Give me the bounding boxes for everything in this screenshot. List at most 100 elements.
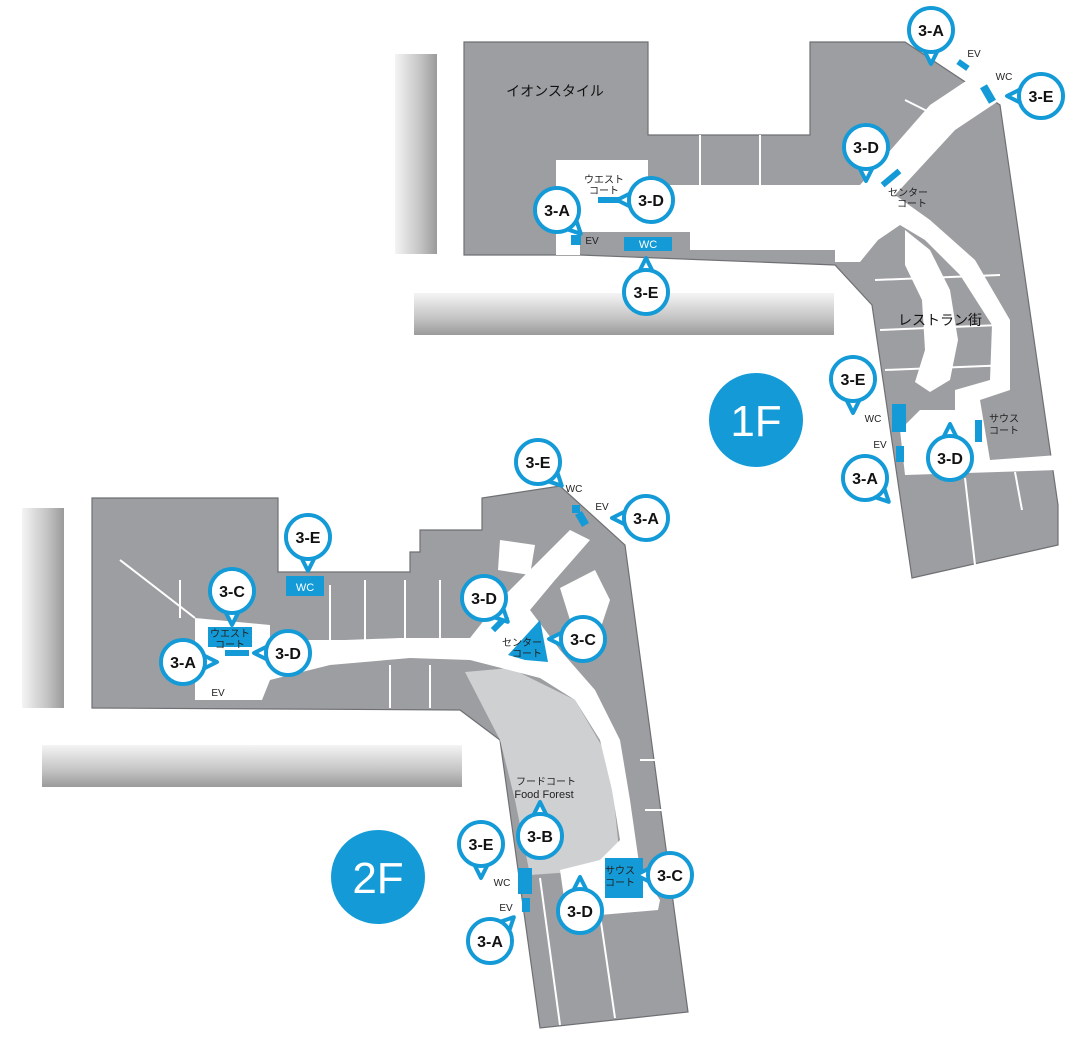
pin-label: 3-D xyxy=(937,451,963,468)
court-label-center: コート xyxy=(897,199,927,210)
pin-3-c[interactable]: 3-C xyxy=(208,567,256,627)
pin-3-d[interactable]: 3-D xyxy=(556,875,604,935)
food-court-area xyxy=(465,668,620,875)
pin-label: 3-B xyxy=(527,829,553,846)
pin-fill xyxy=(470,921,510,961)
wc-label: WC xyxy=(566,484,583,495)
pin-fill xyxy=(461,824,501,864)
pin-3-a[interactable]: 3-A xyxy=(907,6,955,66)
court-label-west: ウエスト xyxy=(210,628,250,640)
pin-label: 3-D xyxy=(275,646,301,663)
ev-block xyxy=(571,235,581,245)
pin-fill xyxy=(563,619,603,659)
ev-label: EV xyxy=(873,440,887,451)
wc-block xyxy=(208,627,252,647)
escalator-block xyxy=(880,168,902,188)
pin-3-d[interactable]: 3-D xyxy=(460,574,510,624)
pin-fill xyxy=(537,190,577,230)
pin-fill xyxy=(911,10,951,50)
svg-text:1F: 1F xyxy=(730,397,781,446)
escalator-block xyxy=(225,650,249,656)
pin-3-a[interactable]: 3-A xyxy=(533,186,583,236)
pin-3-c[interactable]: 3-C xyxy=(547,615,607,663)
court-label-center: コート xyxy=(512,649,542,660)
pin-3-a[interactable]: 3-A xyxy=(841,454,891,504)
pin-3-e[interactable]: 3-E xyxy=(829,355,877,415)
wc-label: WC xyxy=(996,72,1013,83)
pin-3-a[interactable]: 3-A xyxy=(466,915,516,965)
pin-label: 3-A xyxy=(633,511,659,528)
escalator-block xyxy=(598,197,622,203)
wc-block xyxy=(575,510,589,528)
pin-label: 3-C xyxy=(570,632,596,649)
parking-deck xyxy=(22,508,64,708)
wc-block xyxy=(892,404,906,432)
pin-fill xyxy=(626,272,666,312)
wc-block xyxy=(286,576,324,596)
pin-3-e[interactable]: 3-E xyxy=(1005,72,1065,120)
pin-fill xyxy=(560,891,600,931)
parking-deck xyxy=(395,54,437,254)
svg-text:2F: 2F xyxy=(352,854,403,903)
pin-fill xyxy=(1021,76,1061,116)
pin-label: 3-C xyxy=(657,868,683,885)
ev-label: EV xyxy=(967,49,981,60)
food-court-label: Food Forest xyxy=(514,789,573,801)
ev-block xyxy=(956,59,970,71)
pin-3-d[interactable]: 3-D xyxy=(615,176,675,224)
pin-fill xyxy=(518,442,558,482)
pin-3-e[interactable]: 3-E xyxy=(457,820,505,880)
ev-label: EV xyxy=(585,236,599,247)
pin-3-a[interactable]: 3-A xyxy=(610,494,670,542)
area-label-aeon-style: イオンスタイル xyxy=(506,83,604,99)
pin-label: 3-D xyxy=(567,904,593,921)
pin-3-d[interactable]: 3-D xyxy=(842,123,890,183)
corridor xyxy=(498,540,535,575)
pin-fill xyxy=(288,517,328,557)
pin-fill xyxy=(268,633,308,673)
pin-fill xyxy=(930,438,970,478)
pin-label: 3-E xyxy=(841,372,866,389)
pin-label: 3-E xyxy=(469,837,494,854)
floor-2f-map: ウエスト コート センター コート サウス コート フードコート Food Fo… xyxy=(22,484,689,1029)
pin-fill xyxy=(626,498,666,538)
wc-label: WC xyxy=(865,414,882,425)
wc-block xyxy=(518,868,532,894)
ev-label: EV xyxy=(595,502,609,513)
pin-3-e[interactable]: 3-E xyxy=(284,513,332,573)
pin-3-a[interactable]: 3-A xyxy=(159,638,219,686)
pin-3-d[interactable]: 3-D xyxy=(926,422,974,482)
pin-3-e[interactable]: 3-E xyxy=(514,438,564,488)
pin-label: 3-E xyxy=(1029,89,1054,106)
floor-badge-2f: 2F xyxy=(331,830,425,924)
ev-label: EV xyxy=(499,903,513,914)
pin-label: 3-A xyxy=(852,471,878,488)
pin-label: 3-E xyxy=(296,530,321,547)
wc-label: WC xyxy=(494,878,511,889)
shop-divisions xyxy=(689,99,1023,566)
pin-fill xyxy=(464,578,504,618)
pin-3-c[interactable]: 3-C xyxy=(634,851,694,899)
pin-label: 3-C xyxy=(219,584,245,601)
location-pins: 3-A 3-D 3-E 3-D 3-A 3-E 3-E 3-D 3-A 3-E 3-A 3-E 3-C 3… xyxy=(159,6,1065,965)
pin-label: 3-A xyxy=(544,203,570,220)
pin-label: 3-A xyxy=(918,23,944,40)
pin-fill xyxy=(212,571,252,611)
pin-label: 3-A xyxy=(170,655,196,672)
court-label-south: サウス xyxy=(989,413,1019,425)
pin-3-d[interactable]: 3-D xyxy=(252,629,312,677)
court-label-center: センター xyxy=(888,187,928,199)
pin-fill xyxy=(520,816,560,856)
pin-label: 3-D xyxy=(853,140,879,157)
court-label-west: コート xyxy=(215,640,245,651)
pin-fill xyxy=(833,359,873,399)
court-label-south: コート xyxy=(989,426,1019,437)
south-court-block xyxy=(605,858,643,898)
pin-3-b[interactable]: 3-B xyxy=(516,800,564,860)
pin-3-e[interactable]: 3-E xyxy=(622,256,670,316)
wc-block xyxy=(980,84,996,104)
ev-block xyxy=(572,505,580,513)
wc-label: WC xyxy=(639,239,657,251)
pin-fill xyxy=(845,458,885,498)
